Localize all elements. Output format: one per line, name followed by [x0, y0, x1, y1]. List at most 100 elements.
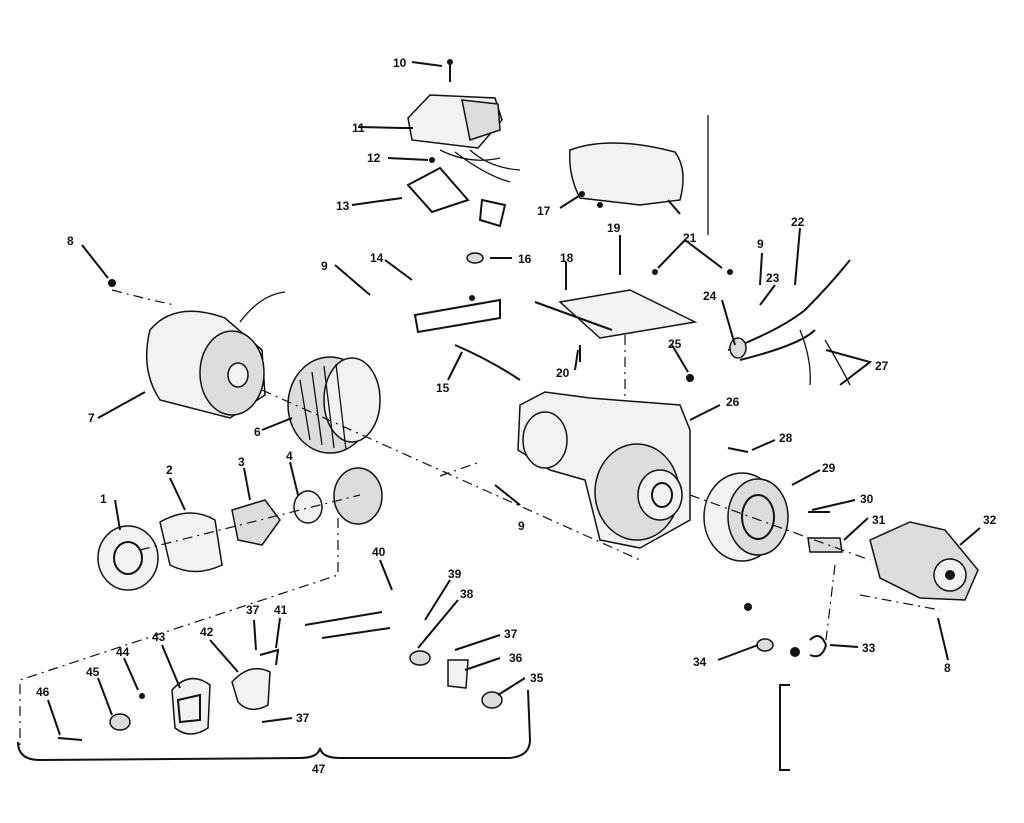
- frame-bracket: [779, 684, 790, 771]
- part-23-electrode-assembly: [727, 259, 851, 361]
- part-36-bracket: [447, 659, 469, 689]
- label-37-bottom: 37: [296, 711, 310, 725]
- label-30: 30: [860, 492, 874, 506]
- label-32: 32: [983, 513, 997, 527]
- label-4: 4: [286, 449, 293, 463]
- label-22: 22: [791, 215, 805, 229]
- label-44: 44: [116, 645, 130, 659]
- label-1: 1: [100, 492, 107, 506]
- label-28: 28: [779, 431, 793, 445]
- part-33-tube: [790, 635, 828, 658]
- label-18: 18: [560, 251, 574, 265]
- part-1-cap: [97, 525, 159, 591]
- label-19: 19: [607, 221, 621, 235]
- part-38-fitting: [409, 650, 431, 666]
- part-17-cover: [568, 142, 684, 215]
- part-16-grommet: [466, 252, 484, 264]
- label-24: 24: [703, 289, 717, 303]
- label-25: 25: [668, 337, 682, 351]
- label-26: 26: [726, 395, 740, 409]
- part-3-coupling: [231, 499, 281, 546]
- part-44-screw: [139, 693, 145, 699]
- label-9-right: 9: [757, 237, 764, 251]
- label-33: 33: [862, 641, 876, 655]
- part-31-nozzle-line: [807, 537, 843, 553]
- part-10-screw: [447, 59, 453, 82]
- part-4-plate: [293, 490, 323, 524]
- label-46: 46: [36, 685, 50, 699]
- label-37-right: 37: [504, 627, 518, 641]
- label-13: 13: [336, 199, 350, 213]
- label-41: 41: [274, 603, 288, 617]
- part-35-fitting: [481, 691, 503, 709]
- part-28-screw: [727, 447, 749, 453]
- part-27-wires: [799, 329, 851, 386]
- part-42-cover: [231, 667, 271, 711]
- label-3: 3: [238, 455, 245, 469]
- part-29-air-band: [703, 472, 789, 562]
- assembly-line: [825, 564, 836, 641]
- label-35: 35: [530, 671, 544, 685]
- part-32-fuel-pump: [869, 521, 979, 601]
- part-21-screw: [652, 269, 733, 275]
- part-12-screw: [429, 157, 435, 163]
- label-15: 15: [436, 381, 450, 395]
- label-27: 27: [875, 359, 889, 373]
- label-20: 20: [556, 366, 570, 380]
- part-40-line: [304, 611, 391, 639]
- part-11-transformer: [407, 94, 521, 183]
- label-8-top: 8: [67, 234, 74, 248]
- label-43: 43: [152, 630, 166, 644]
- part-number-labels: 10 11 12 13 8 9 14 15 16 17 18 19 20 21 …: [36, 56, 997, 776]
- part-7-motor: [145, 291, 286, 419]
- label-38: 38: [460, 587, 474, 601]
- part-25-screw: [686, 374, 694, 382]
- label-9-top: 9: [321, 259, 328, 273]
- label-37-top: 37: [246, 603, 260, 617]
- part-43-ring: [171, 677, 211, 735]
- part-19-plate: [534, 289, 698, 339]
- assembly-line: [859, 594, 941, 611]
- label-10: 10: [393, 56, 407, 70]
- label-12: 12: [367, 151, 381, 165]
- label-17: 17: [537, 204, 551, 218]
- part-6-blower-wheel: [287, 356, 381, 454]
- assembly-line: [261, 389, 641, 561]
- part-46-screw: [57, 737, 83, 741]
- label-31: 31: [872, 513, 886, 527]
- part-15-wire: [454, 344, 521, 381]
- label-42: 42: [200, 625, 214, 639]
- label-29: 29: [822, 461, 836, 475]
- leader-lines: [47, 61, 981, 736]
- assembly-line: [111, 289, 176, 306]
- assembly-line: [139, 494, 361, 551]
- part-8-screw: [108, 279, 116, 287]
- part-41-bracket: [259, 648, 280, 666]
- part-13-bracket: [406, 166, 507, 228]
- part-14-bracket: [413, 295, 501, 334]
- part-34-fitting: [744, 603, 774, 652]
- label-34: 34: [693, 655, 707, 669]
- label-8-bottom: 8: [944, 661, 951, 675]
- label-6: 6: [254, 425, 261, 439]
- assembly-line: [19, 518, 339, 750]
- label-45: 45: [86, 665, 100, 679]
- label-40: 40: [372, 545, 386, 559]
- label-9-middle: 9: [518, 519, 525, 533]
- label-23: 23: [766, 271, 780, 285]
- part-2-sleeve: [159, 512, 223, 573]
- label-14: 14: [370, 251, 384, 265]
- label-47: 47: [312, 762, 326, 776]
- label-11: 11: [352, 121, 365, 135]
- group-47-brace: [17, 689, 532, 762]
- label-21: 21: [683, 231, 697, 245]
- assembly-line: [689, 494, 871, 561]
- label-39: 39: [448, 567, 462, 581]
- label-36: 36: [509, 651, 523, 665]
- part-45-nut: [109, 713, 131, 731]
- label-7: 7: [88, 411, 95, 425]
- label-2: 2: [166, 463, 173, 477]
- label-16: 16: [518, 252, 532, 266]
